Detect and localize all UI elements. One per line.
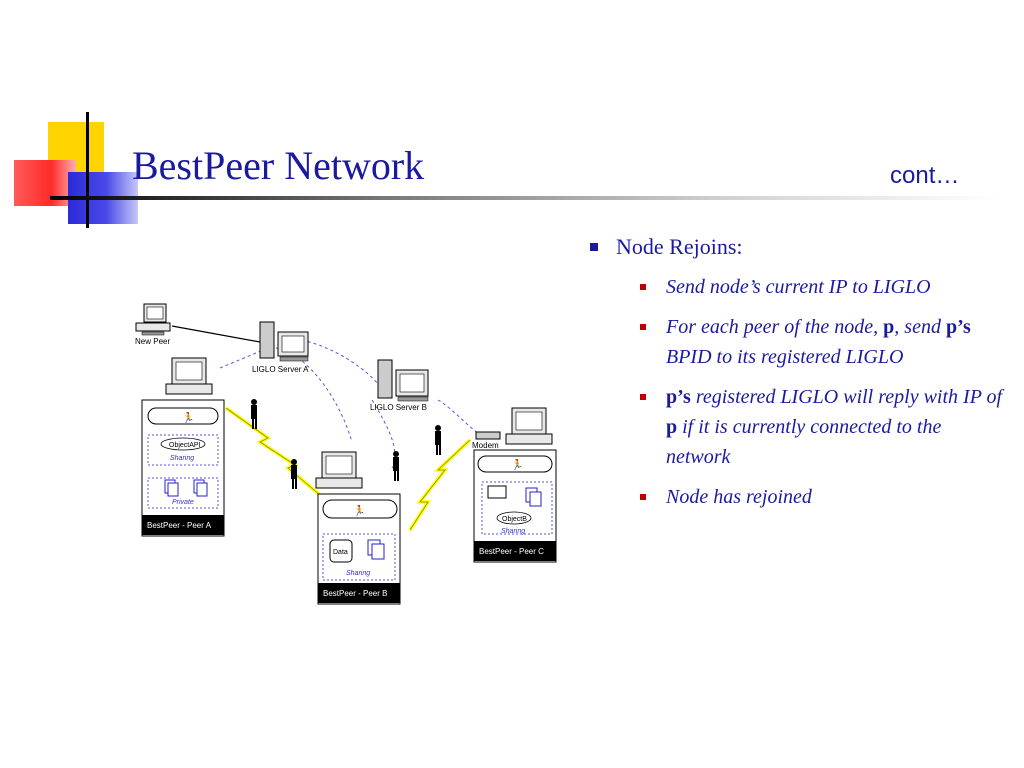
peer-b-sharing-area [322, 533, 396, 581]
peer-b-label: BestPeer - Peer B [323, 589, 387, 598]
text-run: Node has rejoined [666, 486, 812, 508]
sub-bullet-text: Send node’s current IP to LIGLO [666, 272, 931, 302]
sub-bullet-for-each-peer: For each peer of the node, p, send p’s B… [640, 312, 1008, 372]
bullet-node-rejoins: Node Rejoins: [588, 234, 1008, 260]
sub-bullet-text: Node has rejoined [666, 482, 812, 512]
link-b-c-bolt-outline [409, 439, 471, 531]
slide-title: BestPeer Network [132, 143, 425, 188]
server-b-label: LIGLO Server B [370, 403, 427, 412]
sub-bullet-send-ip: Send node’s current IP to LIGLO [640, 272, 1008, 302]
peer-a-sharing-area [147, 434, 219, 466]
decor-vertical-line [86, 112, 89, 228]
bold-term: p’s [945, 316, 971, 338]
peer-c-label: BestPeer - Peer C [479, 547, 544, 556]
object-b-label: ObjectB [502, 516, 527, 523]
bold-term: p [883, 316, 895, 338]
peer-c-computer-icon [505, 407, 553, 445]
text-run: if it is currently connected to the netw… [666, 416, 942, 468]
peer-a-agent-icon: 🏃 [182, 411, 194, 424]
peer-a-documents-icon [164, 479, 208, 497]
peer-c-name-bar [474, 541, 556, 561]
peer-c-documents-icon [525, 487, 542, 507]
mobile-agent-icons [251, 399, 441, 489]
peer-a-bar [147, 407, 219, 425]
modem-icon [475, 431, 501, 440]
liglo-server-b-icon [377, 359, 429, 402]
sub-bullet-text: For each peer of the node, p, send p’s B… [666, 312, 1008, 372]
bullet-list: Node Rejoins: Send node’s current IP to … [588, 234, 1008, 512]
text-run: BPID to its registered LIGLO [666, 346, 904, 368]
object-b-cloud [496, 511, 532, 525]
text-run: For each peer of the node, [666, 316, 884, 338]
peer-a-private-area [147, 477, 219, 509]
bullet-text: Node Rejoins: [616, 234, 743, 259]
peer-b-bar [322, 499, 398, 519]
server-a-label: LIGLO Server A [252, 365, 309, 374]
peer-b-sharing-label: Sharing [346, 570, 370, 577]
data-store-icon [329, 539, 353, 563]
peer-c-sharing-area [481, 481, 553, 535]
text-run: registered LIGLO will reply with IP of [690, 386, 1003, 408]
dashed-links [219, 339, 487, 469]
private-label: Private [172, 499, 194, 506]
liglo-server-a-icon [259, 321, 309, 362]
peer-a-sharing-label: Sharing [170, 455, 194, 462]
bullet-square-icon [640, 324, 646, 330]
sub-bullet-list: Send node’s current IP to LIGLO For each … [588, 272, 1008, 512]
peer-c-bar [477, 455, 553, 473]
peer-b-documents-icon [367, 539, 385, 560]
bullet-square-icon [590, 243, 598, 251]
peer-a-name-bar [142, 515, 224, 535]
peer-b-agent-icon: 🏃 [353, 504, 365, 517]
text-run: , send [894, 316, 946, 338]
object-api-label: ObjectAPI [169, 442, 201, 449]
peer-b-name-bar [318, 583, 400, 603]
object-api-cloud [160, 437, 206, 451]
network-diagram: New Peer LIGLO Server A LIGLO Server B 🏃 [120, 290, 570, 625]
peer-c-sharing-label: Sharing [501, 528, 525, 535]
new-peer-label: New Peer [135, 337, 170, 346]
bullet-square-icon [640, 494, 646, 500]
bullet-square-icon [640, 394, 646, 400]
text-run: Send node’s current IP to LIGLO [666, 276, 931, 298]
new-peer-link [171, 325, 261, 343]
bold-term: p’s [666, 386, 691, 408]
sub-bullet-rejoined: Node has rejoined [640, 482, 1008, 512]
bullet-square-icon [640, 284, 646, 290]
bold-term: p [666, 416, 678, 438]
data-label: Data [333, 549, 348, 556]
new-peer-computer-icon [135, 303, 171, 336]
sub-bullet-liglo-reply: p’s registered LIGLO will reply with IP … [640, 382, 1008, 472]
sub-bullet-text: p’s registered LIGLO will reply with IP … [666, 382, 1008, 472]
modem-label: Modem [472, 441, 499, 450]
cont-label: cont… [890, 162, 960, 189]
peer-c-agent-icon: 🏃 [511, 458, 523, 471]
peer-a-label: BestPeer - Peer A [147, 521, 212, 530]
image-file-icon [487, 485, 507, 499]
peer-b-computer-icon [315, 451, 363, 489]
title-underline [50, 196, 1000, 200]
link-a-b-bolt [224, 406, 322, 497]
peer-a-computer-icon [165, 357, 213, 395]
